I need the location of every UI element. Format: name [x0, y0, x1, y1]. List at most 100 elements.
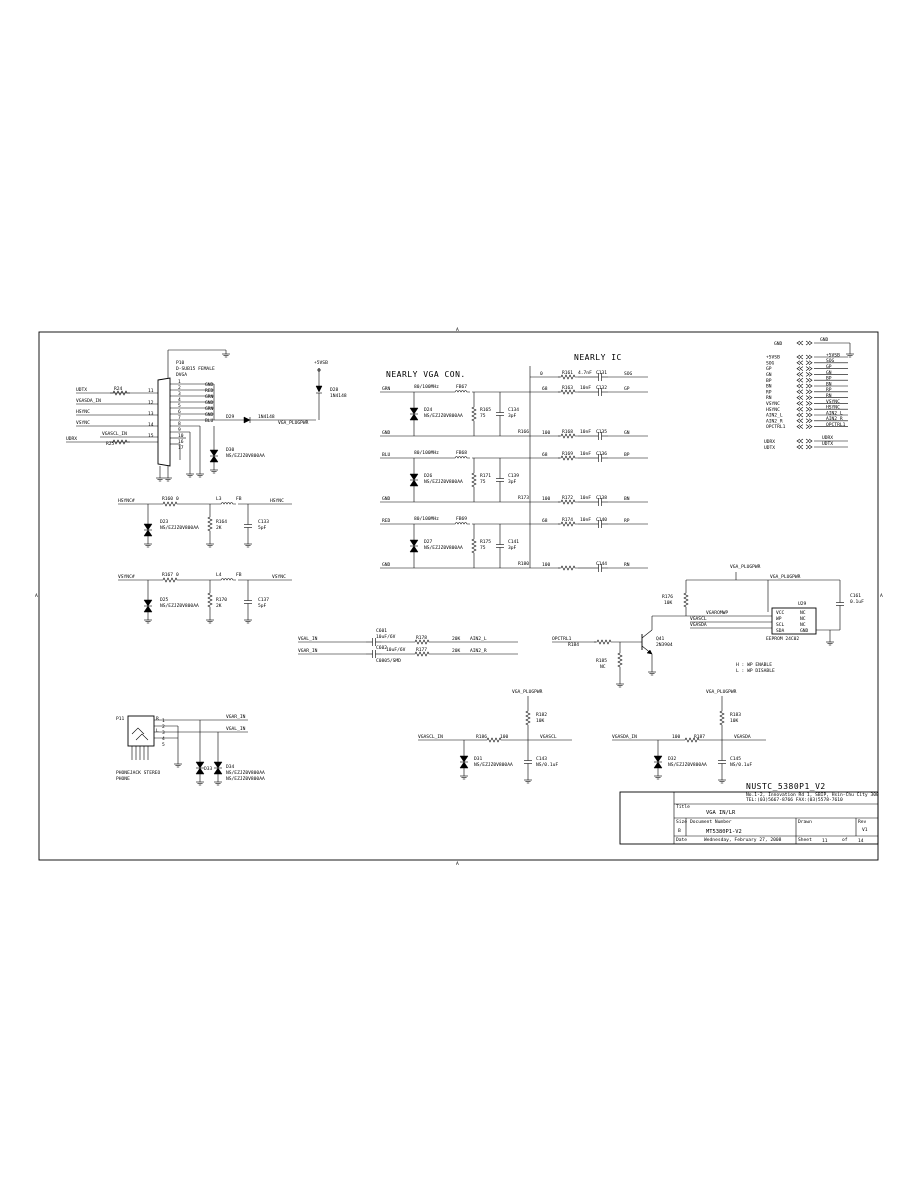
u29-ref: U29 [798, 601, 807, 607]
note-wp-disable: L : WP DISABLE [736, 668, 775, 674]
offpage-target: BP [826, 376, 832, 382]
offpage-udtx: UDTX [764, 445, 775, 451]
r175-ref: R175 [480, 539, 491, 545]
c139-value: 3pF [508, 479, 517, 485]
pin-num-11: 11 [148, 388, 154, 394]
offpage-udrx-target: UDRX [822, 435, 833, 441]
l3-value: FB [236, 496, 242, 502]
net-vsync-left: VSYNC [76, 420, 90, 426]
r169-value: 10nF [580, 451, 591, 457]
rn-r-val: 100 [542, 562, 551, 568]
offpage-arrow [796, 406, 813, 412]
r25-ref: R25 [106, 441, 115, 447]
connector-type: D-SUB15 FEMALE [176, 366, 215, 372]
top-ground-net [167, 349, 231, 378]
net-vgaromwp: VGAROMWP [706, 610, 728, 616]
d28-value: 1N4148 [330, 393, 347, 399]
eeprom-pwr-net2: VGA_PLUGPWR [770, 574, 801, 580]
c131-ref: C131 [596, 370, 607, 376]
pin-net-3: GRN [205, 394, 214, 400]
r24-ref: R24 [114, 386, 123, 392]
jack-pin-3: 3 [162, 730, 165, 736]
blu-bead-value: 80/100MHz [414, 450, 439, 456]
phonejack-label2: PHONE [116, 776, 130, 782]
d31-ref: D31 [474, 756, 483, 762]
jack-pin-4: 4 [162, 736, 165, 742]
r172-ref: R172 [562, 495, 573, 501]
pin-net-1: GND [205, 382, 214, 388]
connector-ref: P10 [176, 360, 185, 366]
sheet-number: 11 [822, 838, 828, 844]
rev-value: V1 [862, 827, 868, 833]
jack-pin-1: 1 [162, 718, 165, 724]
c143-value: NS/0.1uF [536, 762, 558, 768]
r186-ref: R186 [476, 734, 487, 740]
d29-net: VGA_PLUGPWR [278, 420, 309, 426]
u29-pin-gnd: GND [800, 628, 809, 634]
c138-ref: C138 [596, 495, 607, 501]
r161-value: 4.7nF [578, 370, 592, 376]
r183-ref: R183 [730, 712, 741, 718]
r168-ref: R168 [562, 429, 573, 435]
d33-value: NS/EZJZ0V800AA [226, 776, 265, 782]
r182-ref: R182 [536, 712, 547, 718]
vgar-in-net: VGAR_IN [298, 648, 318, 654]
c140-ref: C140 [596, 517, 607, 523]
docnum-value: MT5380P1-V2 [706, 829, 742, 835]
date-label: Date [676, 837, 687, 843]
r182-value: 10K [536, 718, 545, 724]
pin-num-5: 5 [178, 403, 181, 409]
note-wp-enable: H : WP ENABLE [736, 662, 772, 668]
q41-ref: Q41 [656, 636, 665, 642]
c136-ref: C136 [596, 451, 607, 457]
sda-pwr-net: VGA_PLUGPWR [706, 689, 737, 695]
r160-ref: R160 [162, 496, 173, 502]
fb69-ref: FB69 [456, 516, 467, 522]
r164-ref: R164 [216, 519, 227, 525]
r169-ref: R169 [562, 451, 573, 457]
u29-part: EEPROM 24C02 [766, 636, 799, 642]
offpage-arrow [796, 424, 813, 429]
offpage-arrow [796, 354, 813, 360]
c134-ref: C134 [508, 407, 519, 413]
offpage-target: GP [826, 364, 832, 370]
u29-pin-sda: SDA [776, 628, 785, 634]
pin-num-14: 14 [148, 422, 154, 428]
size-label: Size [676, 819, 687, 825]
sheet-frame: A A A A [35, 327, 883, 867]
c161-ref: C161 [850, 593, 861, 599]
jack-net-l: VGAL_IN [226, 726, 246, 732]
u29-pin-scl: SCL [776, 622, 785, 628]
r175-value: 75 [480, 545, 486, 551]
offpage-label: GP [766, 366, 772, 372]
out-gn: GN [624, 430, 630, 436]
pin-net-7: BLU [205, 418, 214, 424]
offpage-target: AIN2_L [826, 410, 843, 416]
hsync-out-net: HSYNC [270, 498, 284, 504]
net-udtx: UDTX [76, 387, 87, 393]
offpage-arrow [796, 383, 813, 389]
gn-r-val: 100 [542, 430, 551, 436]
offpage-target: RP [826, 387, 832, 393]
fb67-ref: FB67 [456, 384, 467, 390]
offpage-arrow [796, 395, 813, 400]
r161-zero: 0 [540, 371, 543, 377]
l3-ref: L3 [216, 496, 222, 502]
r184-ref: R184 [568, 642, 579, 648]
offpage-arrow [796, 401, 813, 406]
rev-label: Rev [858, 819, 867, 825]
vsync-filter: VSYNC# R167 0 L4 FB VSYNC D25 NS/EZJZ0V8… [118, 572, 292, 624]
d33-ref: D33 [204, 766, 213, 772]
c137-ref: C137 [258, 597, 269, 603]
offpage-label: HSYNC [766, 407, 780, 413]
c134-value: 3pF [508, 413, 517, 419]
pin-num-2: 2 [178, 385, 181, 391]
offpage-arrow [796, 377, 813, 383]
sheet-title: VGA IN/LR [706, 810, 736, 816]
c141-value: 3pF [508, 545, 517, 551]
offpage-target: RN [826, 393, 832, 399]
l4-value: FB [236, 572, 242, 578]
pin-num-6: 6 [178, 409, 181, 415]
offpage-label: RN [766, 395, 772, 401]
